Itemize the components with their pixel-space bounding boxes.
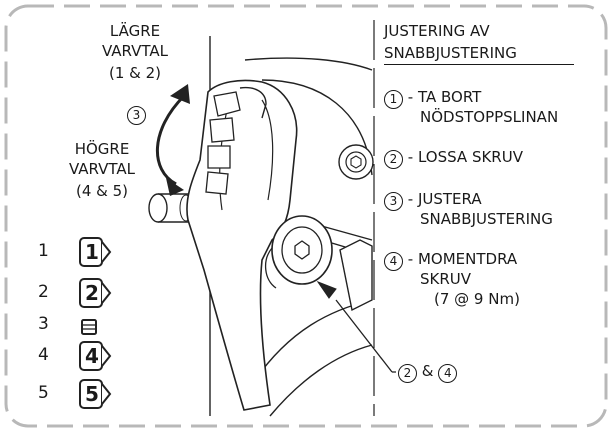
housing-arc-top: [244, 57, 373, 71]
glyph-tips: [101, 241, 112, 405]
position-5-number: 5: [38, 383, 49, 403]
position-3-number: 3: [38, 314, 49, 334]
lower-speed-label: LÄGRE: [109, 22, 161, 40]
instructions-title-line2: SNABBJUSTERING: [384, 44, 574, 65]
callout-leader: [335, 299, 393, 373]
instruction-step-1: 1 - TA BORT: [384, 88, 481, 109]
rotate-arrowhead-top: [170, 84, 190, 104]
instruction-step-3: 3 - JUSTERA: [384, 190, 482, 211]
position-1-number: 1: [38, 241, 49, 261]
callout-label: 2 & 4: [398, 362, 458, 383]
glyph-box-3: [81, 319, 97, 335]
higher-speed-range: (4 & 5): [75, 182, 129, 200]
instructions-title-line1: JUSTERING AV: [384, 22, 490, 40]
position-5-glyph: 5: [85, 382, 99, 406]
rotate-arrow: [155, 94, 186, 186]
housing-lower-arc: [254, 299, 373, 381]
position-2-number: 2: [38, 282, 49, 302]
position-4-glyph: 4: [85, 344, 99, 368]
callout-arrowhead: [316, 280, 337, 299]
position-4-number: 4: [38, 345, 49, 365]
higher-speed-label-2: VARVTAL: [68, 160, 136, 178]
right-bracket: [339, 239, 373, 312]
position-2-glyph: 2: [85, 281, 99, 305]
position-glyphs: [79, 237, 103, 409]
front-bolt: [265, 215, 333, 289]
dashed-frame: [4, 4, 608, 428]
step3-marker: 3: [127, 104, 146, 125]
lower-speed-range: (1 & 2): [108, 64, 162, 82]
instruction-step-1-line2: NÖDSTOPPSLINAN: [420, 108, 559, 126]
lower-speed-label-2: VARVTAL: [101, 42, 169, 60]
rotate-arrowhead-bottom: [166, 178, 184, 196]
instruction-step-2: 2 - LOSSA SKRUV: [384, 148, 523, 169]
rear-bolt: [338, 144, 374, 180]
housing-lower-arc-2: [269, 344, 373, 417]
notch-plate: [205, 91, 241, 195]
instruction-step-3-line2: SNABBJUSTERING: [420, 210, 553, 228]
instruction-step-4-line2: SKRUV: [420, 270, 472, 288]
notch-cam: [239, 86, 267, 119]
instruction-step-4-line3: (7 @ 9 Nm): [434, 290, 520, 308]
position-1-glyph: 1: [85, 240, 99, 264]
higher-speed-label: HÖGRE: [74, 140, 130, 158]
instruction-step-4: 4 - MOMENTDRA: [384, 250, 517, 271]
